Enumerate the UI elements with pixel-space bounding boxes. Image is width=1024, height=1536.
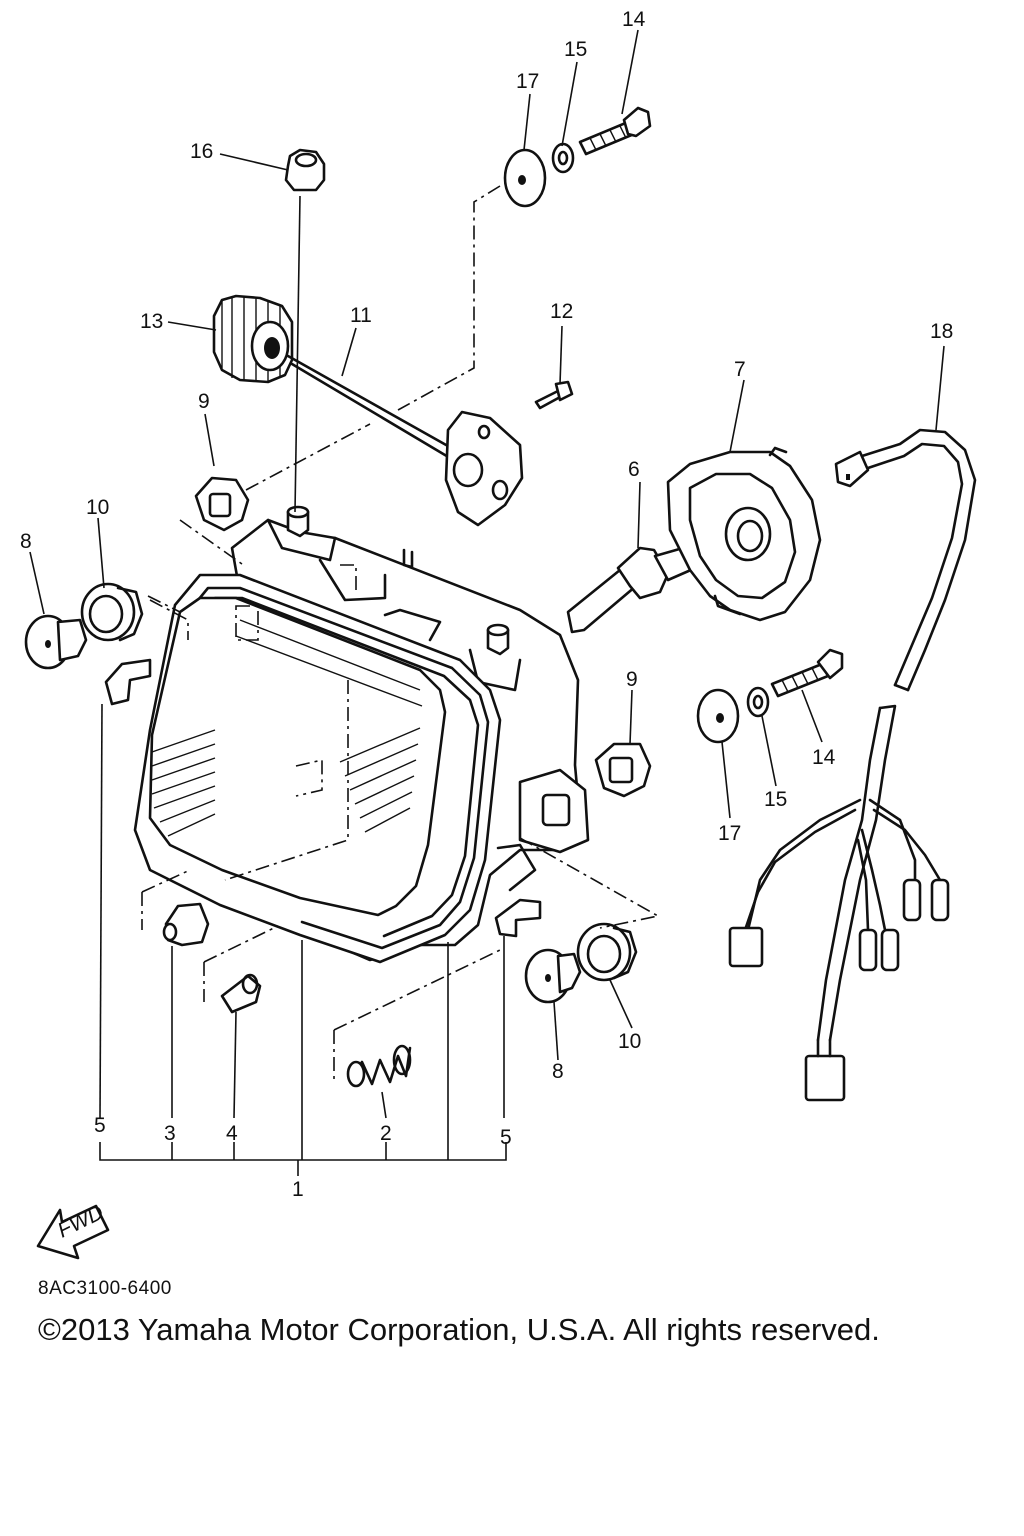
adjusting-nut-3 xyxy=(162,902,210,947)
callout-5-left: 5 xyxy=(94,1114,106,1137)
callout-11: 11 xyxy=(350,304,372,327)
callout-8-left: 8 xyxy=(20,530,32,553)
callout-numbers: 1 2 3 4 5 5 6 7 8 8 9 9 10 10 11 12 13 1… xyxy=(20,8,953,1201)
lens-prism-pattern xyxy=(151,619,423,837)
damper-right xyxy=(524,948,582,1004)
callout-13: 13 xyxy=(140,310,163,333)
callout-16: 16 xyxy=(190,140,213,163)
adjusting-nut-4 xyxy=(220,973,262,1014)
bulb-cover xyxy=(666,446,822,622)
callout-8-right: 8 xyxy=(552,1060,564,1083)
assembly-lines xyxy=(141,185,661,1080)
grommet-right xyxy=(594,742,652,798)
callout-9-top: 9 xyxy=(198,390,210,413)
wiring-harness xyxy=(728,428,977,1102)
adjuster-bracket xyxy=(444,410,524,527)
callout-14-right: 14 xyxy=(812,746,836,769)
spring xyxy=(346,1044,412,1088)
headlight-unit xyxy=(133,505,590,964)
callout-1: 1 xyxy=(292,1178,304,1201)
callout-15-top: 15 xyxy=(564,38,587,61)
callout-7: 7 xyxy=(734,358,746,381)
bolt-top xyxy=(578,106,652,156)
callout-6: 6 xyxy=(628,458,640,481)
bolt-right xyxy=(770,648,844,698)
washer-right xyxy=(746,686,770,718)
callout-10-left: 10 xyxy=(86,496,109,519)
callout-17-top: 17 xyxy=(516,70,539,93)
callout-3: 3 xyxy=(164,1122,176,1145)
grommet-collar-left xyxy=(80,582,144,642)
callout-18: 18 xyxy=(930,320,953,343)
grommet-left xyxy=(194,476,250,532)
washer-top xyxy=(551,142,575,174)
adjuster-knob xyxy=(212,294,294,384)
callout-10-right: 10 xyxy=(618,1030,641,1053)
callout-12: 12 xyxy=(550,300,573,323)
callout-2: 2 xyxy=(380,1122,392,1145)
grommet-collar-right xyxy=(576,922,638,982)
copyright-notice: ©2013 Yamaha Motor Corporation, U.S.A. A… xyxy=(38,1312,880,1347)
callout-17-right: 17 xyxy=(718,822,741,845)
callout-9-right: 9 xyxy=(626,668,638,691)
callout-15-right: 15 xyxy=(764,788,787,811)
callout-14-top: 14 xyxy=(622,8,646,31)
collar-right xyxy=(696,688,740,744)
adjuster-shaft xyxy=(286,354,457,460)
callout-5-right: 5 xyxy=(500,1126,512,1149)
clip-right xyxy=(494,898,542,938)
screw xyxy=(534,380,574,410)
grommet-top xyxy=(284,148,326,192)
diagram-part-code: 8AC3100-6400 xyxy=(38,1278,172,1299)
collar-top xyxy=(503,148,547,208)
callout-4: 4 xyxy=(226,1122,238,1145)
fwd-arrow: FWD xyxy=(36,1201,110,1260)
leader-lines xyxy=(29,29,945,1176)
damper-left xyxy=(24,614,88,670)
clip-left xyxy=(104,658,152,706)
